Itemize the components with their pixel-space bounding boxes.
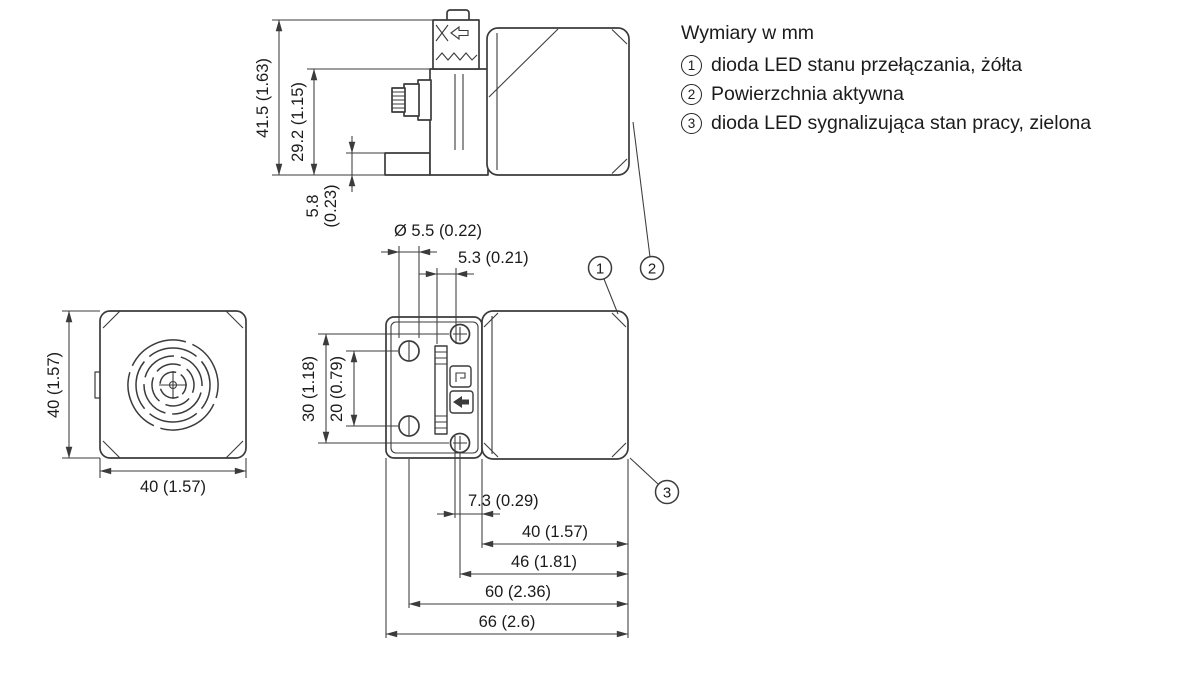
legend-marker-1: 1 bbox=[681, 55, 702, 76]
legend-text-3: dioda LED sygnalizująca stan pracy, ziel… bbox=[711, 112, 1092, 134]
mounting-foot bbox=[384, 152, 431, 176]
callout-2-active-surface: 2 bbox=[632, 121, 665, 281]
legend-marker-2: 2 bbox=[681, 84, 702, 105]
top-view-side-profile bbox=[384, 9, 630, 176]
dimensions-holes: Ø 5.5 (0.22) 5.3 (0.21) bbox=[381, 222, 529, 344]
clamp-symbol-box bbox=[449, 365, 472, 388]
connector-body bbox=[432, 19, 480, 70]
dim-hole-offset: 5.3 (0.21) bbox=[458, 249, 529, 267]
dimensions-side-view: 30 (1.18) 20 (0.79) 7.3 (0.29) 40 (1.57)… bbox=[300, 333, 629, 638]
dim-foot-height-mm: 5.8 bbox=[304, 195, 322, 218]
dim-front-height: 40 (1.57) bbox=[45, 352, 63, 418]
dimensions-front-view: 40 (1.57) 40 (1.57) bbox=[45, 310, 247, 496]
callout-1-led-switching: 1 bbox=[587, 255, 619, 315]
legend: Wymiary w mm 1 dioda LED stanu przełącza… bbox=[681, 22, 1091, 141]
legend-title: Wymiary w mm bbox=[681, 22, 815, 44]
dim-width-to-hole: 46 (1.81) bbox=[511, 553, 577, 571]
dim-front-width: 40 (1.57) bbox=[140, 478, 206, 496]
side-view bbox=[385, 310, 629, 460]
dim-total-width: 66 (2.6) bbox=[479, 613, 536, 631]
front-view bbox=[94, 310, 247, 459]
callout-1-number: 1 bbox=[596, 261, 604, 278]
dim-head-offset: 7.3 (0.29) bbox=[468, 492, 539, 510]
legend-text-1: dioda LED stanu przełączania, żółta bbox=[711, 54, 1023, 76]
dim-width-to-screw: 60 (2.36) bbox=[485, 583, 551, 601]
dimensions-top-view: 41.5 (1.63) 29.2 (1.15) 5.8 (0.23) bbox=[254, 19, 433, 228]
m8-connector-base bbox=[417, 79, 432, 121]
legend-item-active-surface: 2 Powierzchnia aktywna bbox=[681, 83, 1091, 106]
sensor-head-top bbox=[486, 27, 630, 176]
callout-2-number: 2 bbox=[648, 261, 656, 278]
dim-screw-spacing: 20 (0.79) bbox=[328, 356, 346, 422]
arrow-left-icon bbox=[450, 25, 469, 41]
dim-foot-height-in: (0.23) bbox=[322, 184, 340, 227]
sensor-head-side bbox=[481, 310, 629, 460]
arrow-left-icon bbox=[453, 396, 469, 408]
legend-item-led-status: 3 dioda LED sygnalizująca stan pracy, zi… bbox=[681, 112, 1091, 135]
callout-3-led-status: 3 bbox=[629, 457, 680, 505]
dim-hole-spacing-outer: 30 (1.18) bbox=[300, 356, 318, 422]
legend-text-2: Powierzchnia aktywna bbox=[711, 83, 904, 105]
dim-total-height: 41.5 (1.63) bbox=[254, 58, 272, 138]
dim-hole-diameter: Ø 5.5 (0.22) bbox=[394, 222, 482, 240]
dim-body-height: 29.2 (1.15) bbox=[289, 82, 307, 162]
adjustment-rail bbox=[434, 345, 448, 435]
legend-marker-3: 3 bbox=[681, 113, 702, 134]
dim-head-width: 40 (1.57) bbox=[522, 523, 588, 541]
bracket-body bbox=[429, 68, 489, 176]
legend-item-led-switching: 1 dioda LED stanu przełączania, żółta bbox=[681, 54, 1091, 77]
m8-connector-mid bbox=[403, 83, 420, 117]
callout-3-number: 3 bbox=[663, 485, 671, 502]
